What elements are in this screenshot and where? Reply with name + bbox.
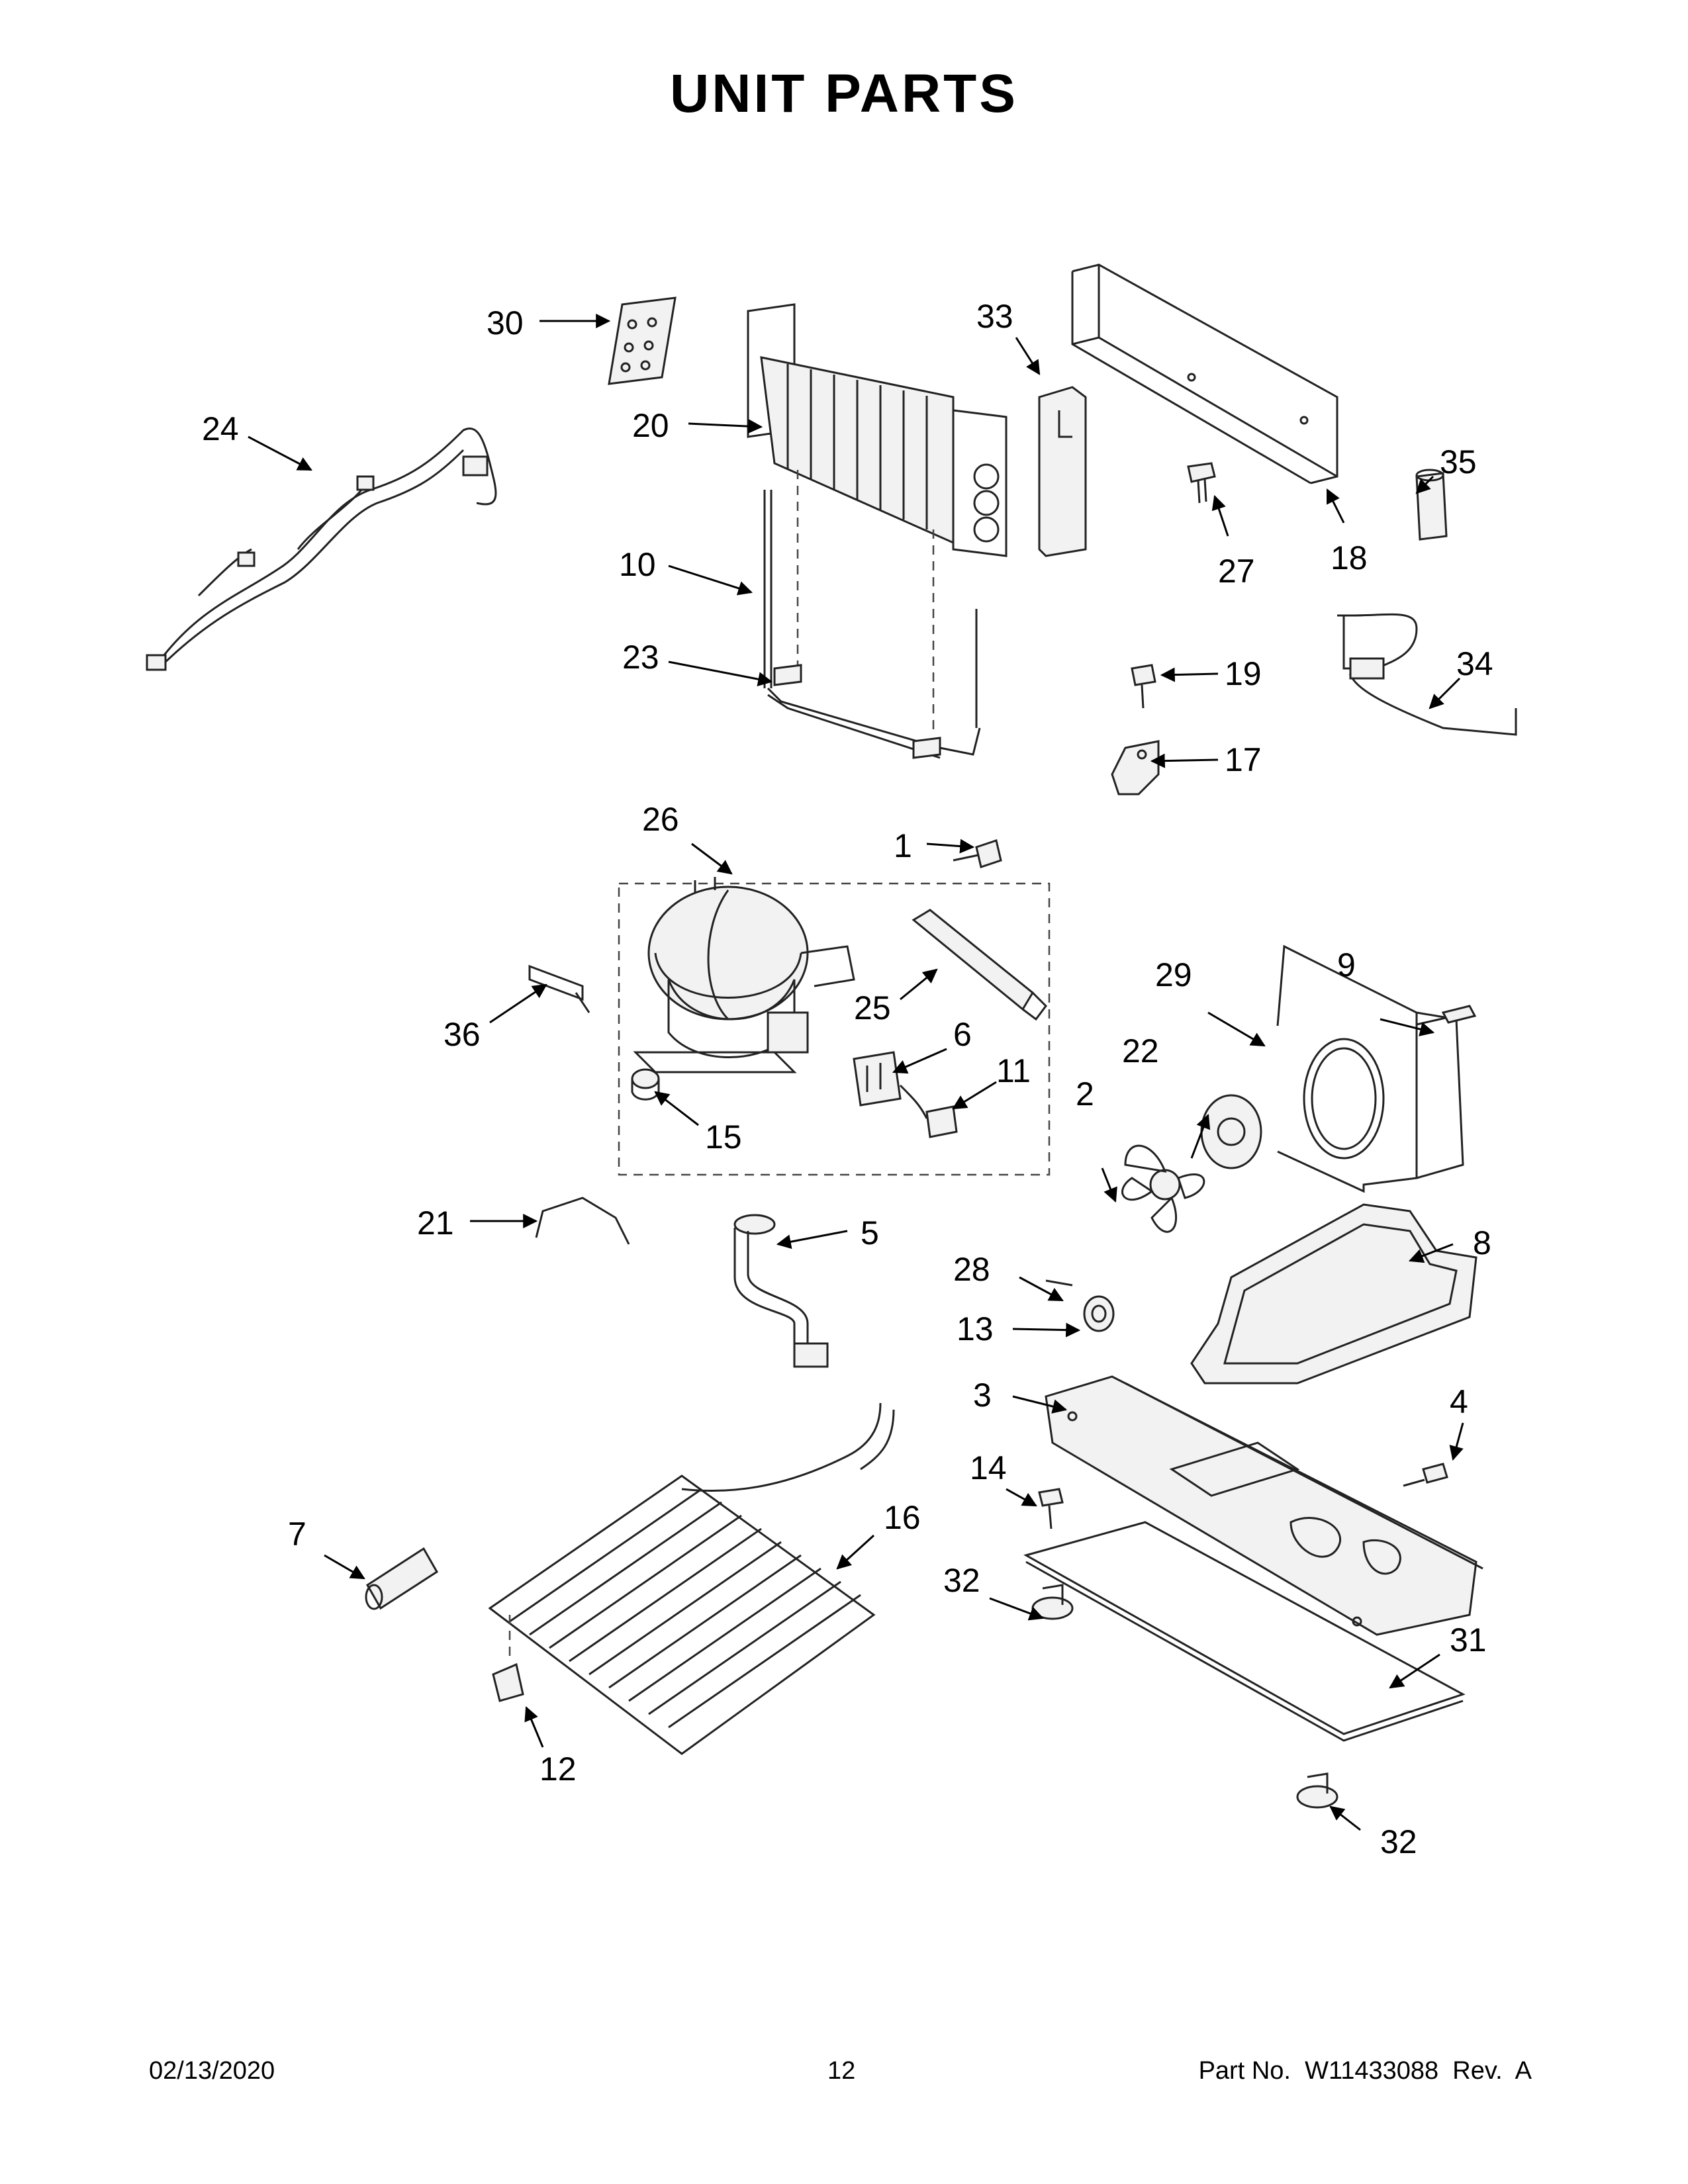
screw-14-part — [1038, 1488, 1064, 1529]
callout-29: 29 — [1155, 956, 1192, 993]
callout-27: 27 — [1218, 553, 1255, 590]
foot-32a-part — [1031, 1584, 1074, 1620]
insulation-sheet-part — [1023, 1521, 1466, 1742]
callout-5: 5 — [861, 1214, 879, 1251]
callout-16: 16 — [884, 1499, 921, 1536]
callout-7: 7 — [288, 1516, 306, 1553]
wire-clip-part — [535, 1197, 630, 1245]
grommet-13-part — [1083, 1295, 1115, 1332]
pin-28-part — [1045, 1279, 1073, 1287]
callout-8: 8 — [1473, 1224, 1491, 1261]
defrost-heater-part — [763, 490, 981, 759]
callout-labels: 30 20 33 24 10 23 35 27 18 34 19 17 26 1… — [202, 298, 1493, 1860]
callout-9: 9 — [1337, 946, 1356, 983]
fan-blade-part — [1121, 1144, 1205, 1233]
callout-32-top: 32 — [943, 1562, 980, 1599]
drier-part — [912, 909, 1047, 1021]
callout-26: 26 — [642, 801, 679, 838]
leader-lines — [248, 314, 1464, 1831]
callout-6: 6 — [953, 1016, 972, 1053]
callout-22: 22 — [1122, 1032, 1159, 1069]
callout-10: 10 — [619, 546, 656, 583]
grommet-15-part — [631, 1068, 660, 1101]
callout-19: 19 — [1225, 655, 1262, 692]
insulation-tube-part — [365, 1547, 439, 1610]
callout-4: 4 — [1450, 1383, 1468, 1420]
compressor-part — [633, 877, 855, 1073]
screw-19-part — [1131, 664, 1156, 709]
callout-12: 12 — [539, 1751, 577, 1788]
clip-12-part — [492, 1615, 524, 1702]
evaporator-part — [747, 303, 1008, 557]
control-board-part — [608, 296, 677, 385]
callout-14: 14 — [970, 1449, 1007, 1486]
callout-31: 31 — [1450, 1621, 1487, 1659]
capacitor-part — [899, 1084, 958, 1138]
drier-tube-part — [1337, 613, 1517, 736]
page-title: UNIT PARTS — [670, 64, 1018, 124]
callout-35: 35 — [1440, 443, 1477, 480]
callout-20: 20 — [632, 407, 669, 444]
callout-17: 17 — [1225, 741, 1262, 778]
callout-32-bottom: 32 — [1380, 1823, 1417, 1860]
callout-21: 21 — [417, 1205, 454, 1242]
callout-34: 34 — [1456, 645, 1493, 682]
callout-24: 24 — [202, 410, 239, 447]
footer-page-number: 12 — [827, 2057, 856, 2085]
callout-30: 30 — [487, 304, 524, 341]
condenser-part — [488, 1402, 895, 1755]
fan-motor-part — [1200, 1094, 1262, 1169]
drain-tube-part — [733, 1214, 829, 1368]
callout-36: 36 — [444, 1016, 481, 1053]
screw-9-part — [1416, 1005, 1477, 1026]
footer-part-number: Part No. W11433088 Rev. A — [1198, 2057, 1532, 2085]
callout-23: 23 — [622, 639, 659, 676]
foam-block-part — [1038, 386, 1087, 557]
bracket-17-part — [1111, 740, 1160, 796]
callout-13: 13 — [957, 1310, 994, 1347]
callout-11: 11 — [996, 1052, 1031, 1089]
callout-18: 18 — [1331, 539, 1368, 576]
callout-33: 33 — [976, 298, 1013, 335]
base-plate-part — [1045, 1375, 1483, 1636]
screw-1-part — [953, 839, 1002, 868]
drain-pan-part — [1190, 1203, 1477, 1385]
callout-15: 15 — [705, 1118, 742, 1156]
foot-32b-part — [1296, 1772, 1338, 1809]
fan-shroud-part — [1276, 944, 1464, 1193]
screw-27-part — [1187, 462, 1216, 504]
callout-25: 25 — [854, 989, 891, 1026]
wire-harness-part — [146, 428, 497, 671]
start-relay-part — [853, 1051, 902, 1107]
callout-2: 2 — [1076, 1075, 1094, 1113]
strap-part — [528, 964, 590, 1013]
callout-1: 1 — [894, 827, 912, 864]
compressor-assembly-frame — [618, 882, 1051, 1176]
callout-28: 28 — [953, 1251, 990, 1288]
evaporator-cover-part — [1071, 263, 1338, 484]
screw-4-part — [1403, 1463, 1448, 1487]
callout-3: 3 — [973, 1377, 992, 1414]
footer-date: 02/13/2020 — [149, 2057, 275, 2085]
